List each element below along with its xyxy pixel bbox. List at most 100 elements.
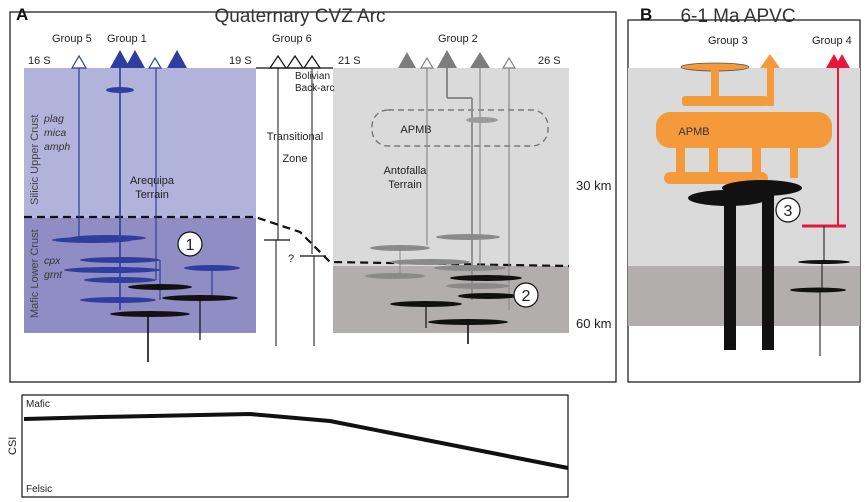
- volcano-group1-b: [125, 50, 145, 68]
- upper-crust-arequipa: [24, 68, 256, 218]
- group-2-label: Group 2: [438, 33, 478, 45]
- latitude-26s: 26 S: [538, 55, 561, 67]
- question-mark: ?: [288, 253, 294, 265]
- marker-3-circle: [775, 197, 801, 223]
- group3-lower-sill: [664, 172, 768, 184]
- apmb-label-a: APMB: [400, 124, 431, 136]
- depth-60km: 60 km: [576, 316, 611, 331]
- csi-top-label: Mafic: [26, 399, 50, 410]
- group-5-label: Group 5: [52, 33, 92, 45]
- apmb-label-b: APMB: [678, 126, 709, 138]
- csi-trend-line: [23, 412, 569, 470]
- csi-frame: [21, 394, 569, 498]
- arequipa-label-line2: Terrain: [135, 189, 169, 201]
- latitude-16s: 16 S: [28, 55, 51, 67]
- antofalla-label-line2: Terrain: [388, 179, 422, 191]
- panel-b-title: 6-1 Ma APVC: [680, 6, 795, 27]
- csi-ylabel: CSI: [7, 437, 19, 455]
- group1-sill-2: [80, 257, 160, 263]
- group3-upper-conduit-b: [767, 68, 774, 106]
- volcano-group5: [70, 54, 88, 69]
- group1-sill-6: [184, 265, 240, 271]
- group2-sill-3: [390, 259, 470, 265]
- back-arc-label-line2: Back-arc: [295, 83, 334, 94]
- group1-sill-1: [70, 235, 146, 241]
- mineral-grnt: grnt: [44, 269, 63, 281]
- group2-sill-5: [365, 273, 425, 279]
- volcano-group6-a: [268, 54, 288, 69]
- group2-apmb-chamber: [466, 117, 498, 123]
- group3-lower-conduit-3: [752, 148, 761, 178]
- group1-shallow-chamber: [106, 87, 134, 93]
- group-4-label: Group 4: [812, 35, 852, 47]
- volcano-group1-c: [147, 56, 163, 69]
- volcano-group4-b: [834, 54, 850, 68]
- deep-sill-b2: [458, 293, 518, 299]
- group1-sill-3: [64, 267, 160, 273]
- volcano-group2-b: [419, 56, 435, 69]
- mineral-cpx: cpx: [44, 255, 61, 267]
- antofalla-label-line1: Antofalla: [384, 165, 428, 177]
- deep-sill-a1: [128, 284, 192, 290]
- group4-deep-sill-2: [790, 287, 846, 293]
- group3-lower-conduit-2: [709, 148, 718, 182]
- panel-a-title: Quaternary CVZ Arc: [214, 6, 385, 27]
- lower-crust-b: [628, 266, 860, 326]
- volcano-group6-b: [285, 54, 305, 69]
- volcano-group1-a: [110, 50, 130, 68]
- marker-2-circle: [513, 282, 539, 308]
- transitional-label-line2: Zone: [282, 153, 307, 165]
- panel-b: B 6-1 Ma APVC Group 3 Group 4 APMB 3: [627, 5, 861, 383]
- latitude-21s: 21 S: [338, 55, 361, 67]
- group2-sill-1: [436, 234, 500, 240]
- group1-sill-4: [84, 277, 156, 283]
- volcano-group3-cone: [760, 54, 780, 68]
- panel-a: A Quaternary CVZ Arc 16 S 19 S 21 S 26 S…: [9, 5, 617, 383]
- group-6-label: Group 6: [272, 33, 312, 45]
- mineral-mica: mica: [44, 127, 66, 139]
- group4-deep-sill-1: [798, 260, 850, 264]
- panel-a-frame: [9, 11, 617, 383]
- marker-3-label: 3: [784, 203, 793, 220]
- csi-panel: Mafic Felsic CSI: [7, 394, 569, 498]
- group-3-label: Group 3: [708, 35, 748, 47]
- group1-sill-5: [80, 297, 156, 303]
- volcano-group6-c: [302, 54, 322, 69]
- marker-1-circle: [177, 231, 203, 257]
- marker-1-label: 1: [186, 237, 195, 254]
- mineral-amph: amph: [44, 141, 70, 153]
- moho-dashed-line: [24, 215, 570, 268]
- deep-root-left: [724, 198, 736, 350]
- upper-crust-label: Silicic Upper Crust: [29, 115, 41, 205]
- apmb-body: [656, 112, 832, 148]
- deep-sill-b1: [450, 275, 522, 281]
- transitional-label-line1: Transitional: [267, 131, 323, 143]
- group2-sill-4: [434, 265, 506, 271]
- volcano-group3-caldera: [680, 62, 750, 72]
- depth-30km: 30 km: [576, 178, 611, 193]
- volcano-group2-c: [437, 50, 457, 68]
- back-arc-label-line1: Bolivian: [295, 71, 330, 82]
- volcano-group2-d: [470, 52, 490, 68]
- group3-upper-conduit: [711, 70, 719, 100]
- mineral-plag: plag: [43, 113, 64, 125]
- group2-sill-6: [446, 283, 510, 289]
- deep-sill-a3: [110, 311, 190, 317]
- volcano-group2-a: [398, 52, 416, 68]
- group-1-label: Group 1: [107, 33, 147, 45]
- latitude-19s: 19 S: [229, 55, 252, 67]
- csi-bottom-label: Felsic: [26, 484, 52, 495]
- group3-upper-sill: [682, 96, 768, 106]
- volcano-group1-d: [167, 50, 187, 68]
- lower-crust-label: Mafic Lower Crust: [29, 229, 41, 318]
- marker-2-label: 2: [522, 288, 531, 305]
- volcano-group2-e: [501, 56, 517, 69]
- deep-root-right: [762, 188, 774, 350]
- panel-a-letter: A: [16, 5, 28, 24]
- group3-lower-conduit-1: [676, 148, 685, 176]
- group3-lower-conduit-4: [790, 148, 798, 178]
- panel-b-letter: B: [640, 5, 652, 24]
- arequipa-label-line1: Arequipa: [130, 175, 175, 187]
- apmb-dashed-region: [371, 109, 549, 147]
